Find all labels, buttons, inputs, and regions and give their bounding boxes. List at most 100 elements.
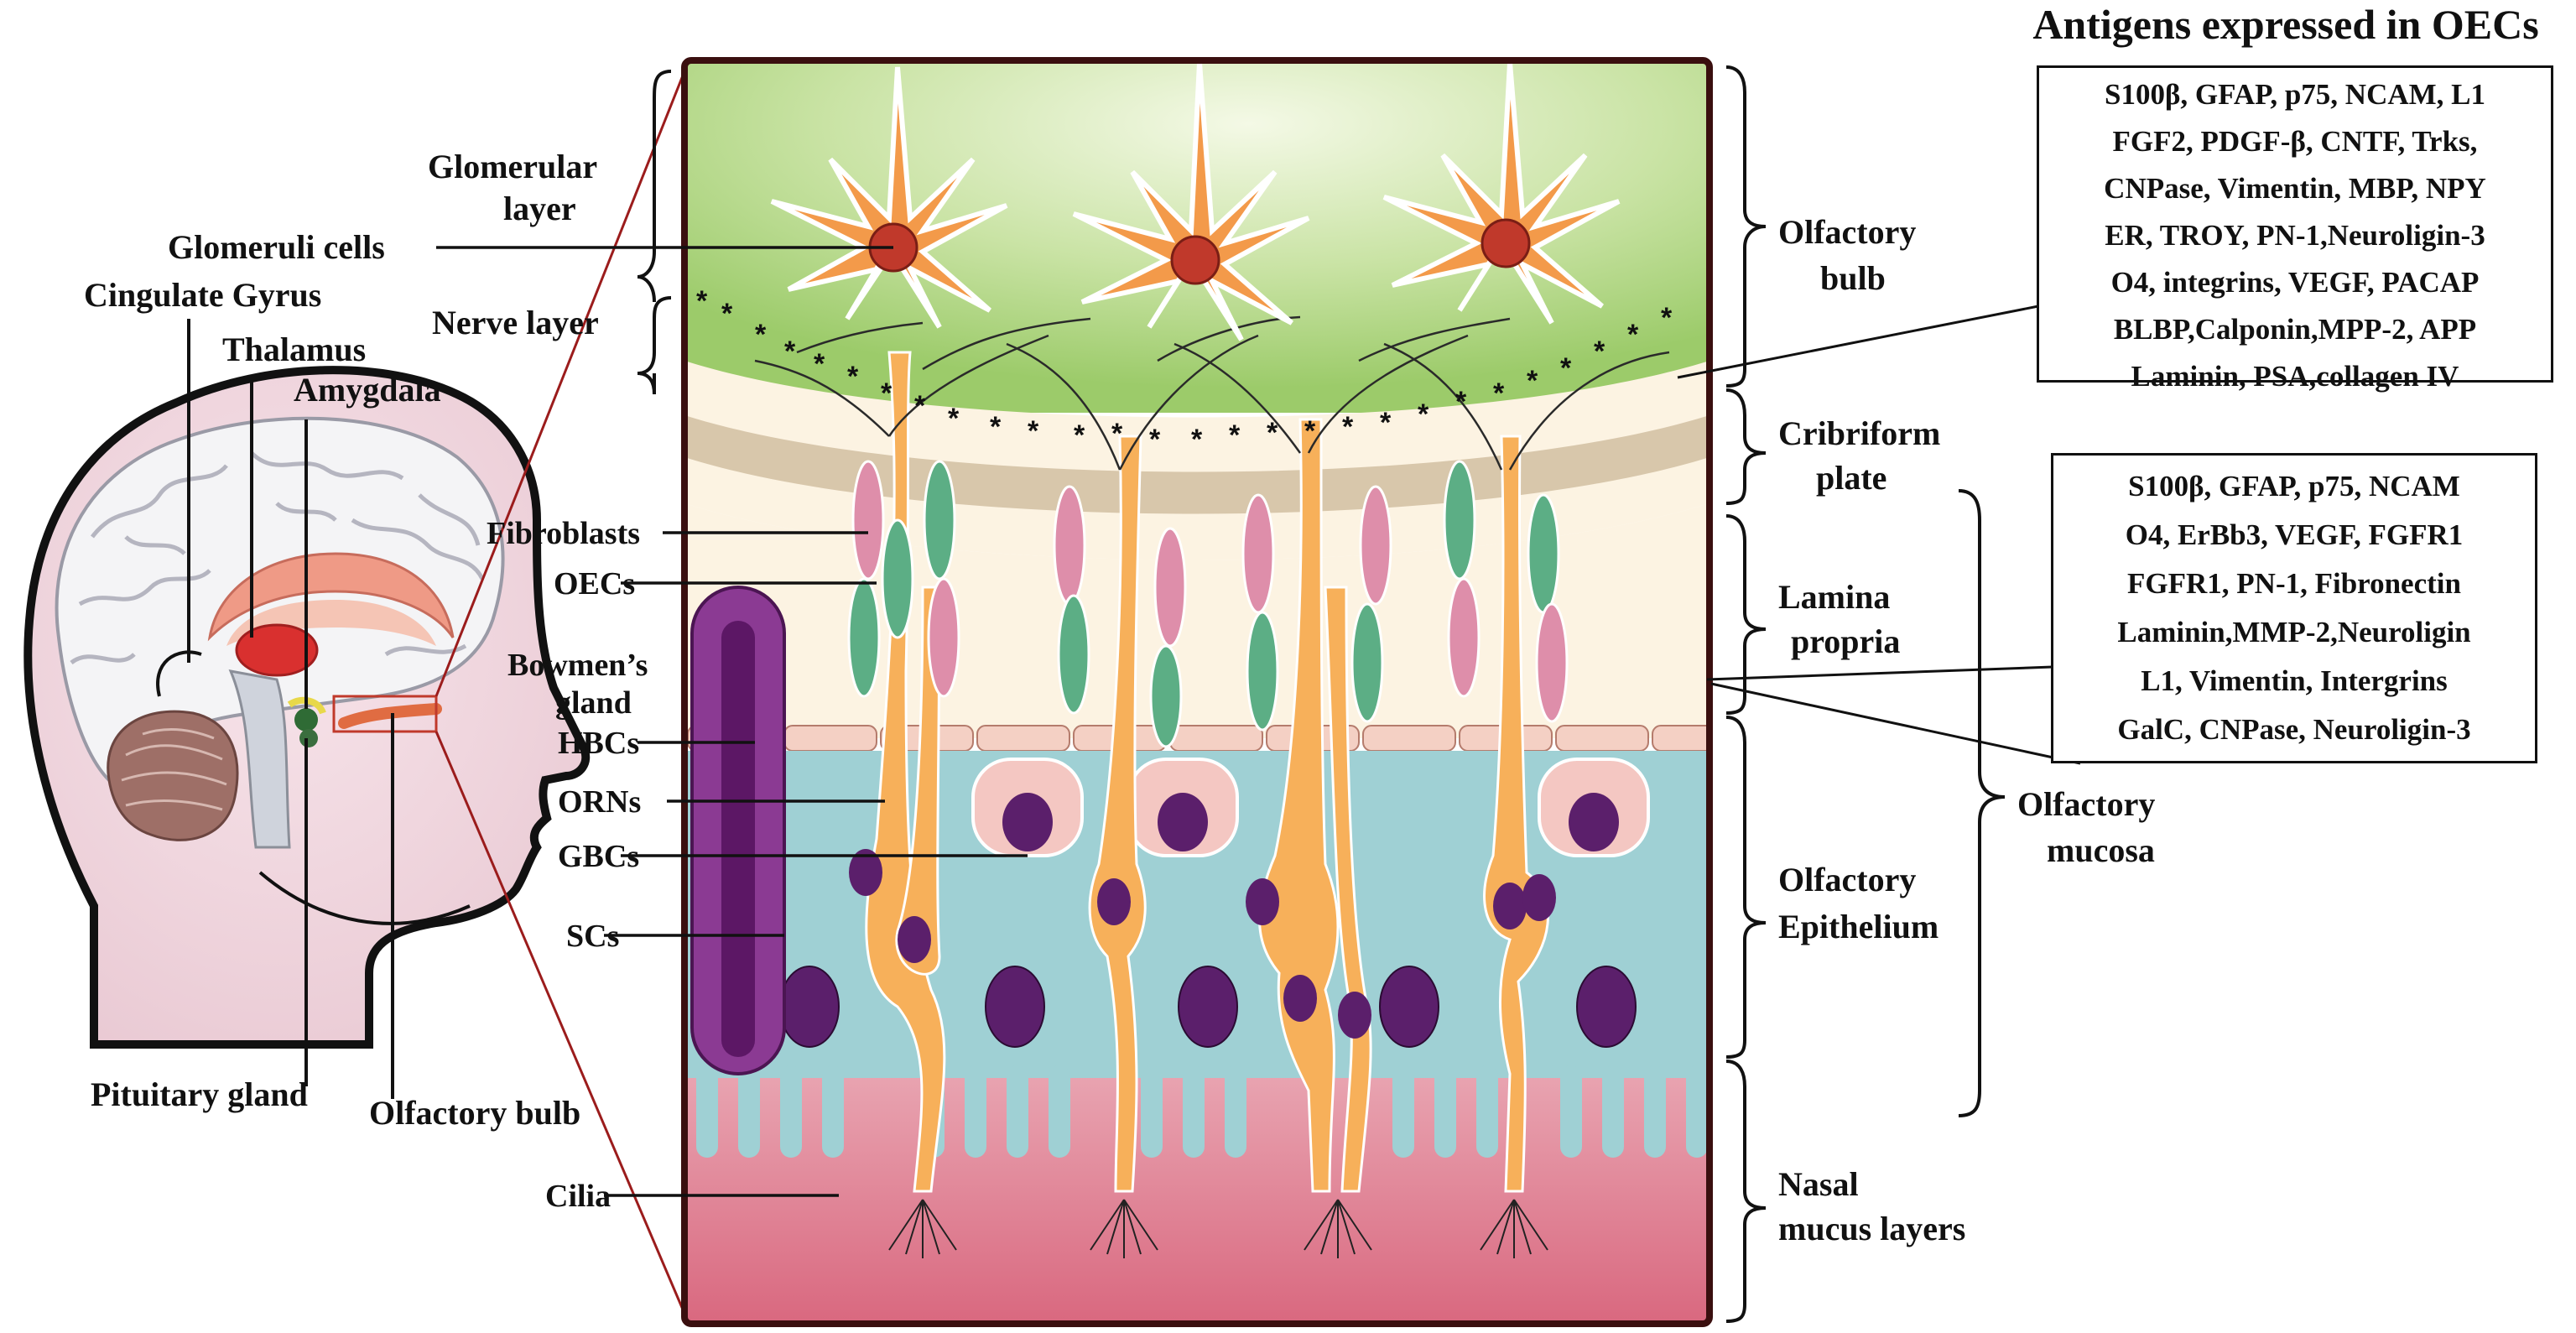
orn-nuclei <box>849 849 1556 1039</box>
label-amygdala: Amygdala <box>294 371 441 409</box>
glomerulus-1 <box>770 66 1008 329</box>
cerebellum <box>107 710 239 841</box>
svg-text:*: * <box>1267 417 1278 449</box>
bulb-antigen-line: O4, integrins, VEGF, PACAP <box>2110 266 2480 299</box>
jaw-line <box>258 871 471 925</box>
bulb-antigen-line: ER, TROY, PN-1,Neuroligin-3 <box>2105 219 2485 252</box>
left-brackets <box>637 70 672 395</box>
label-fibroblasts: Fibroblasts <box>487 516 640 551</box>
svg-text:*: * <box>948 403 960 435</box>
svg-text:*: * <box>1149 424 1161 456</box>
svg-text:*: * <box>1527 365 1538 397</box>
svg-text:*: * <box>814 348 825 380</box>
amygdala-shape <box>294 708 318 732</box>
svg-text:*: * <box>1191 424 1203 456</box>
label-olfactory-bulb-line2: bulb <box>1820 259 1886 297</box>
svg-text:*: * <box>1560 352 1572 384</box>
head-illustration <box>23 319 591 1099</box>
svg-text:*: * <box>1380 407 1392 439</box>
label-orns: ORNs <box>558 784 641 820</box>
svg-text:*: * <box>847 361 859 393</box>
cell-label-group: Glomerular layer Glomeruli cells Nerve l… <box>168 148 648 1214</box>
svg-text:*: * <box>1661 302 1673 334</box>
bulb-antigen-line: CNPase, Vimentin, MBP, NPY <box>2104 172 2486 205</box>
label-lamina-line1: Lamina <box>1778 578 1890 616</box>
label-epithelium-line2: Epithelium <box>1778 908 1939 945</box>
mucosa-antigen-line: S100β, GFAP, p75, NCAM <box>2128 470 2460 502</box>
brain-label-group: Cingulate Gyrus Thalamus Amygdala Pituit… <box>84 276 580 1132</box>
label-hbcs: HBCs <box>558 726 639 761</box>
label-epithelium-line1: Olfactory <box>1778 861 1916 898</box>
mucosa-antigen-box: S100β, GFAP, p75, NCAM O4, ErBb3, VEGF, … <box>2051 453 2537 763</box>
label-scs: SCs <box>566 919 619 954</box>
pituitary-shape <box>299 729 318 747</box>
svg-text:*: * <box>881 378 892 409</box>
label-olfactory-bulb-line1: Olfactory <box>1778 213 1916 251</box>
label-olfactory-mucosa-line2: mucosa <box>2047 831 2155 869</box>
mucosa-antigen-line: L1, Vimentin, Intergrins <box>2141 664 2448 697</box>
zoom-connectors <box>435 62 690 1322</box>
mucosa-antigen-line: GalC, CNPase, Neuroligin-3 <box>2117 713 2471 746</box>
label-cribriform-line1: Cribriform <box>1778 414 1940 452</box>
label-bowmens-gland-line1: Bowmen’s <box>507 648 648 683</box>
svg-text:*: * <box>1627 319 1639 351</box>
corpus-callosum <box>226 600 436 646</box>
nerve-fibers <box>754 315 1670 471</box>
svg-text:*: * <box>1111 418 1123 450</box>
label-olfactory-mucosa-line1: Olfactory <box>2017 785 2155 823</box>
bulb-antigen-line: Laminin, PSA,collagen IV <box>2131 360 2459 393</box>
label-cilia: Cilia <box>545 1179 611 1214</box>
hippocampus <box>287 696 326 715</box>
cilia <box>888 1199 1548 1258</box>
head-olfactory-bulb <box>338 703 442 729</box>
callout-lines <box>1677 305 2081 765</box>
mucosa-antigen-line: Laminin,MMP-2,Neuroligin <box>2117 616 2471 648</box>
brainstem <box>228 669 291 849</box>
bulb-antigen-line: BLBP,Calponin,MPP-2, APP <box>2113 313 2477 346</box>
bulb-antigen-line: FGF2, PDGF-β, CNTF, Trks, <box>2112 125 2478 158</box>
region-label-group: Olfactory bulb Cribriform plate Lamina p… <box>1778 213 2155 1247</box>
svg-text:*: * <box>696 285 708 317</box>
gbc-cells <box>971 758 1650 857</box>
bulb-antigen-line: S100β, GFAP, p75, NCAM, L1 <box>2104 78 2486 111</box>
cell-leader-lines <box>436 246 1028 1197</box>
ear <box>156 650 202 697</box>
label-cribriform-line2: plate <box>1816 459 1886 497</box>
label-nasal-mucus-line2: mucus layers <box>1778 1210 1965 1247</box>
svg-text:*: * <box>1028 415 1039 447</box>
label-lamina-line2: propria <box>1791 622 1900 660</box>
label-nasal-mucus-line1: Nasal <box>1778 1165 1859 1203</box>
zoom-box <box>332 695 438 733</box>
cingulate-arch <box>207 552 455 642</box>
svg-text:*: * <box>1229 419 1241 451</box>
svg-text:*: * <box>721 298 733 330</box>
svg-text:*: * <box>1342 411 1354 443</box>
head-leader-lines <box>187 319 394 1099</box>
label-bowmens-gland-line2: gland <box>555 685 632 721</box>
svg-text:*: * <box>914 390 926 422</box>
oec-fibroblast-cells <box>847 460 1569 748</box>
oec-asterisks: *** *** *** *** *** *** *** *** *** * <box>696 285 1673 456</box>
svg-text:*: * <box>1418 398 1429 430</box>
label-glomerular-layer-line2: layer <box>503 190 576 227</box>
hbc-row <box>687 725 1710 752</box>
svg-text:*: * <box>1455 386 1467 418</box>
label-nerve-layer: Nerve layer <box>432 304 599 341</box>
right-brackets <box>1725 65 2006 1323</box>
label-cingulate-gyrus: Cingulate Gyrus <box>84 276 321 314</box>
mucosa-antigen-line: FGFR1, PN-1, Fibronectin <box>2127 567 2461 600</box>
label-thalamus: Thalamus <box>222 331 366 368</box>
label-glomerular-layer-line1: Glomerular <box>428 148 597 185</box>
label-pituitary-gland: Pituitary gland <box>91 1075 308 1113</box>
svg-text:*: * <box>990 411 1002 443</box>
label-oecs: OECs <box>554 566 635 601</box>
svg-text:*: * <box>1074 419 1085 451</box>
svg-text:*: * <box>755 319 767 351</box>
mucosa-antigen-line: O4, ErBb3, VEGF, FGFR1 <box>2125 518 2464 551</box>
bulb-antigen-box: S100β, GFAP, p75, NCAM, L1 FGF2, PDGF-β,… <box>2037 65 2553 393</box>
bowmans-gland <box>690 586 786 1075</box>
svg-text:*: * <box>1304 415 1316 447</box>
label-glomeruli-cells: Glomeruli cells <box>168 228 385 266</box>
orn-neurons <box>865 351 1549 1193</box>
